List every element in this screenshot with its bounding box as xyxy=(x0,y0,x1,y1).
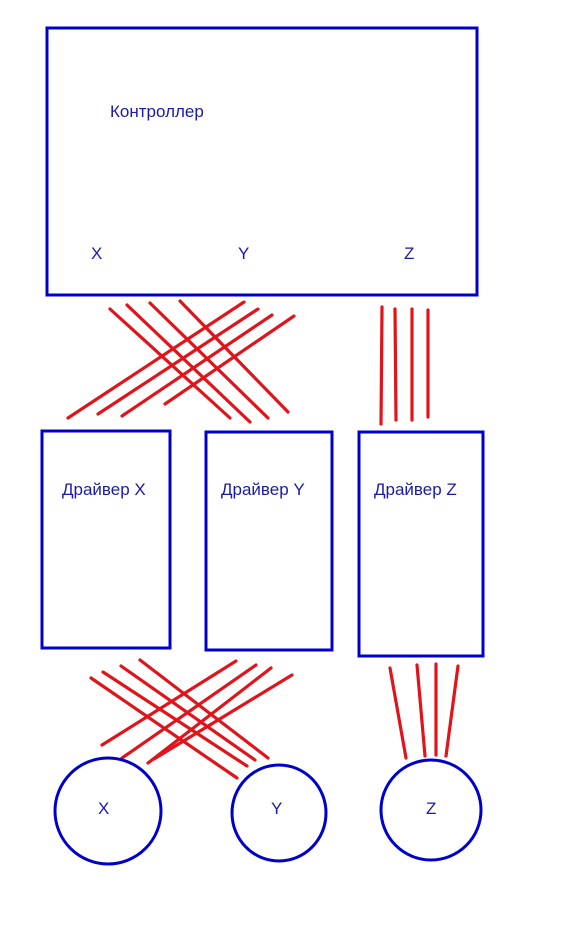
wire xyxy=(138,658,270,760)
controller-box xyxy=(45,26,479,297)
driver-y-label: Драйвер Y xyxy=(221,480,305,499)
motor-z-label: Z xyxy=(426,799,436,818)
driver-z-label: Драйвер Z xyxy=(374,480,457,499)
wire xyxy=(120,663,258,760)
wire-bundle-controller-to-driver-z xyxy=(379,305,430,426)
motor-x-label: X xyxy=(98,799,109,818)
driver-z-block: Драйвер Z xyxy=(357,430,485,658)
wire xyxy=(101,670,249,768)
wire xyxy=(125,303,252,424)
controller-title: Контроллер xyxy=(110,102,204,121)
motor-y-circle xyxy=(230,763,328,863)
motor-y-block: Y xyxy=(230,763,328,863)
driver-y-box xyxy=(204,430,334,652)
wire xyxy=(388,666,408,760)
driver-x-label: Драйвер X xyxy=(62,480,146,499)
driver-x-block: Драйвер X xyxy=(40,429,172,650)
wire xyxy=(163,314,296,406)
motor-x-block: X xyxy=(53,756,163,866)
wire xyxy=(148,301,270,420)
wire-bundle-driver-xy-to-motors xyxy=(89,658,294,780)
motor-z-circle xyxy=(379,758,483,862)
wire xyxy=(108,307,232,420)
wire xyxy=(152,673,294,761)
wire xyxy=(146,666,273,765)
motor-y-label: Y xyxy=(271,799,282,818)
wire xyxy=(393,307,398,422)
wire xyxy=(444,664,460,758)
motor-x-circle xyxy=(53,756,163,866)
driver-y-block: Драйвер Y xyxy=(204,430,334,652)
controller-block: Контроллер X Y Z xyxy=(45,26,479,297)
wire xyxy=(120,313,274,418)
driver-x-box xyxy=(40,429,172,650)
wire xyxy=(96,307,260,416)
controller-port-z: Z xyxy=(404,244,414,263)
controller-port-y: Y xyxy=(238,244,249,263)
wire xyxy=(415,663,427,758)
wire xyxy=(100,659,238,747)
motor-z-block: Z xyxy=(379,758,483,862)
driver-z-box xyxy=(357,430,485,658)
wire xyxy=(66,300,246,420)
wire xyxy=(379,305,384,426)
wire-bundle-controller-to-driver-xy xyxy=(66,299,296,424)
wire-bundle-driver-z-to-motor-z xyxy=(388,662,460,760)
controller-port-x: X xyxy=(91,244,102,263)
